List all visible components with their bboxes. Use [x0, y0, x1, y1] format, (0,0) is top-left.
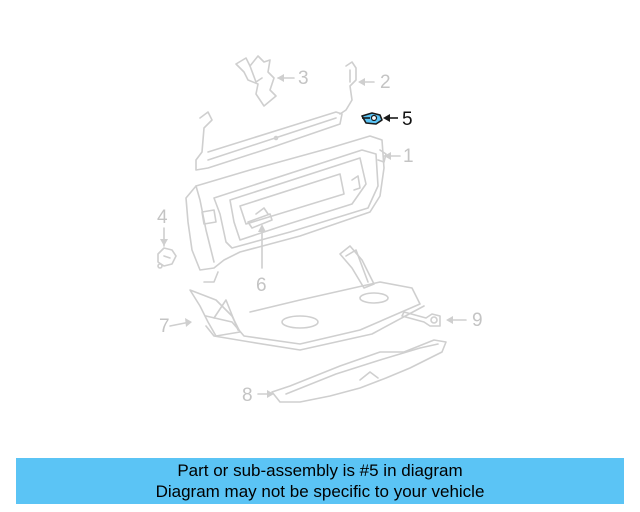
callout-3: 3	[298, 68, 309, 89]
callout-6: 6	[256, 275, 267, 296]
callout-8: 8	[242, 385, 253, 406]
info-banner: Part or sub-assembly is #5 in diagram Di…	[16, 458, 624, 504]
part-4-clip	[157, 247, 177, 269]
callout-5: 5	[402, 109, 413, 130]
hinge-bar	[195, 111, 343, 171]
part-8-trim-panel	[271, 339, 447, 403]
part-2-support	[339, 61, 357, 115]
banner-line-part: Part or sub-assembly is #5 in diagram	[177, 461, 463, 480]
part-1-glovebox-assembly	[185, 135, 387, 271]
part-6-latch	[247, 207, 273, 229]
callout-4: 4	[157, 207, 168, 228]
part-9-damper	[401, 311, 441, 327]
glovebox-bin	[189, 245, 425, 351]
leader-5	[383, 114, 398, 122]
leader-arrowheads	[160, 74, 453, 398]
callout-9: 9	[472, 310, 483, 331]
callout-2: 2	[380, 72, 391, 93]
callout-7: 7	[159, 316, 170, 337]
callout-1: 1	[403, 146, 414, 167]
part-5-clip-highlighted	[361, 112, 383, 125]
part-3-bracket	[235, 55, 277, 107]
banner-line-disclaimer: Diagram may not be specific to your vehi…	[155, 482, 485, 501]
parts-diagram	[157, 55, 467, 403]
